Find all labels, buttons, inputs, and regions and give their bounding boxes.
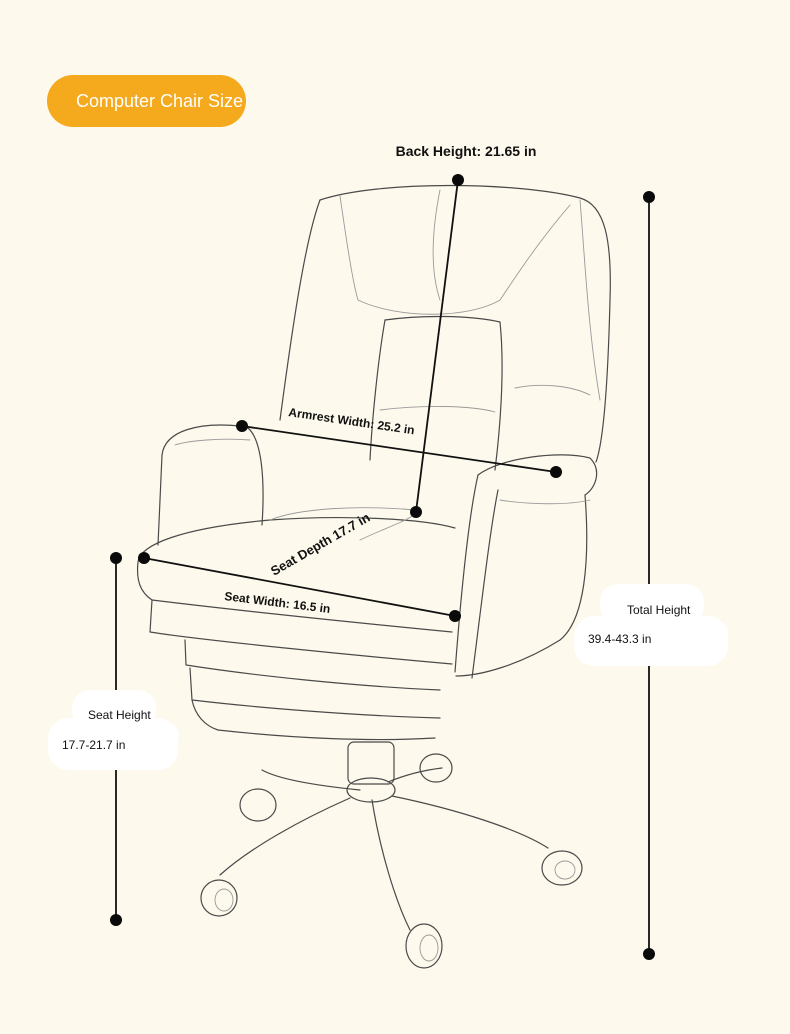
seat-height-bottom-dot [110, 914, 122, 926]
total-height-label: Total Height [627, 603, 691, 617]
armrest-width-label: Armrest Width: 25.2 in [288, 405, 416, 437]
armrest-width-line [241, 425, 557, 473]
seat-height-value: 17.7-21.7 in [62, 738, 125, 752]
total-height-value: 39.4-43.3 in [588, 632, 651, 646]
seat-height-label: Seat Height [88, 708, 151, 722]
total-height-cloud [574, 584, 728, 666]
total-height-bottom-dot [643, 948, 655, 960]
title-badge: Computer Chair Size [47, 75, 246, 127]
back-height-label: Back Height: 21.65 in [396, 143, 537, 159]
seat-height-top-dot [110, 552, 122, 564]
armrest-left-dot [236, 420, 248, 432]
back-height-bottom-dot [410, 506, 422, 518]
seat-depth-label: Seat Depth 17.7 in [268, 510, 373, 579]
chair-outline [136, 184, 611, 969]
back-height-top-dot [452, 174, 464, 186]
back-height-line [415, 179, 459, 513]
seat-width-line [143, 557, 456, 617]
seat-left-dot [138, 552, 150, 564]
measure-dots [110, 174, 655, 960]
measure-lines [115, 179, 650, 954]
seat-width-label: Seat Width: 16.5 in [224, 589, 331, 616]
seat-height-cloud [48, 690, 179, 770]
total-height-top-dot [643, 191, 655, 203]
armrest-right-dot [550, 466, 562, 478]
seat-right-dot [449, 610, 461, 622]
